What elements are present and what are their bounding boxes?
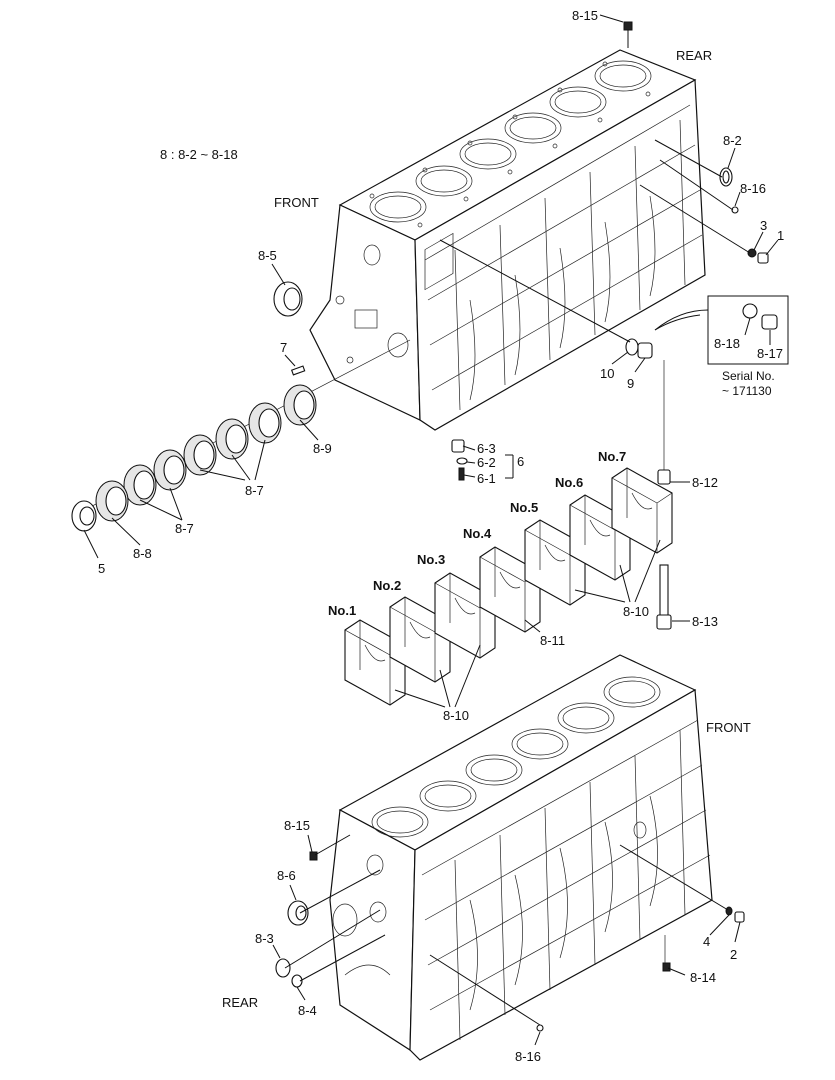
inset-serial-line2: ~ 171130 xyxy=(722,384,772,398)
range-note: 8 : 8-2 ~ 8-18 xyxy=(160,147,238,162)
callout-8-15-top: 8-15 xyxy=(572,8,598,23)
serial-inset-box xyxy=(654,295,789,365)
callout-8-7-b: 8-7 xyxy=(175,521,194,536)
cap-no3-label: No.3 xyxy=(417,552,445,567)
callout-8-15-bottom: 8-15 xyxy=(284,818,310,833)
callout-8-14: 8-14 xyxy=(690,970,716,985)
main-bearing-shells xyxy=(71,384,317,532)
direction-rear-top: REAR xyxy=(676,48,712,63)
plug-8-15-top xyxy=(623,21,633,48)
callout-8-12: 8-12 xyxy=(692,475,718,490)
cap-no5-label: No.5 xyxy=(510,500,538,515)
main-bearing-caps xyxy=(344,467,673,706)
callout-8-2: 8-2 xyxy=(723,133,742,148)
callout-2: 2 xyxy=(730,947,737,962)
direction-rear-bottom: REAR xyxy=(222,995,258,1010)
pin-7 xyxy=(284,354,306,376)
callout-7: 7 xyxy=(280,340,287,355)
callout-8-3: 8-3 xyxy=(255,931,274,946)
callout-8-10-b: 8-10 xyxy=(443,708,469,723)
cap-no1-label: No.1 xyxy=(328,603,356,618)
bearing-leader-lines xyxy=(83,419,319,559)
callout-8-11: 8-11 xyxy=(540,633,565,648)
callout-6-3: 6-3 xyxy=(477,441,496,456)
cap-no2-label: No.2 xyxy=(373,578,401,593)
callout-1: 1 xyxy=(777,228,784,243)
inset-serial-line1: Serial No. xyxy=(722,369,775,383)
callout-5: 5 xyxy=(98,561,105,576)
oil-seal-8-5 xyxy=(271,263,303,317)
callout-8-4: 8-4 xyxy=(298,1003,317,1018)
callout-8-16-bottom: 8-16 xyxy=(515,1049,541,1064)
callout-6-2: 6-2 xyxy=(477,455,496,470)
callout-leader-lines xyxy=(272,14,779,1046)
callout-6-1: 6-1 xyxy=(477,471,496,486)
callout-8-16-top: 8-16 xyxy=(740,181,766,196)
plug-9-and-seal-10 xyxy=(439,239,653,359)
callout-10: 10 xyxy=(600,366,614,381)
callout-8-5: 8-5 xyxy=(258,248,277,263)
cap-bolt-guide xyxy=(656,360,672,630)
callout-8-10-a: 8-10 xyxy=(623,604,649,619)
upper-cylinder-block xyxy=(309,49,706,431)
cap-leader-lines xyxy=(394,481,690,708)
right-side-small-parts xyxy=(639,139,769,264)
callout-8-6: 8-6 xyxy=(277,868,296,883)
inset-label-8-17: 8-17 xyxy=(757,346,783,361)
cap-no6-label: No.6 xyxy=(555,475,583,490)
direction-front-top: FRONT xyxy=(274,195,319,210)
callout-8-7-a: 8-7 xyxy=(245,483,264,498)
callout-3: 3 xyxy=(760,218,767,233)
callout-8-9: 8-9 xyxy=(313,441,332,456)
lower-cylinder-block xyxy=(329,654,713,1061)
direction-front-bottom: FRONT xyxy=(706,720,751,735)
cap-no7-label: No.7 xyxy=(598,449,626,464)
lower-small-parts xyxy=(275,834,745,1032)
callout-6: 6 xyxy=(517,454,524,469)
bolt-6-assembly xyxy=(451,439,514,481)
callout-8-13: 8-13 xyxy=(692,614,718,629)
inset-label-8-18: 8-18 xyxy=(714,336,740,351)
cap-no4-label: No.4 xyxy=(463,526,492,541)
callout-8-8: 8-8 xyxy=(133,546,152,561)
callout-4: 4 xyxy=(703,934,710,949)
callout-9: 9 xyxy=(627,376,634,391)
